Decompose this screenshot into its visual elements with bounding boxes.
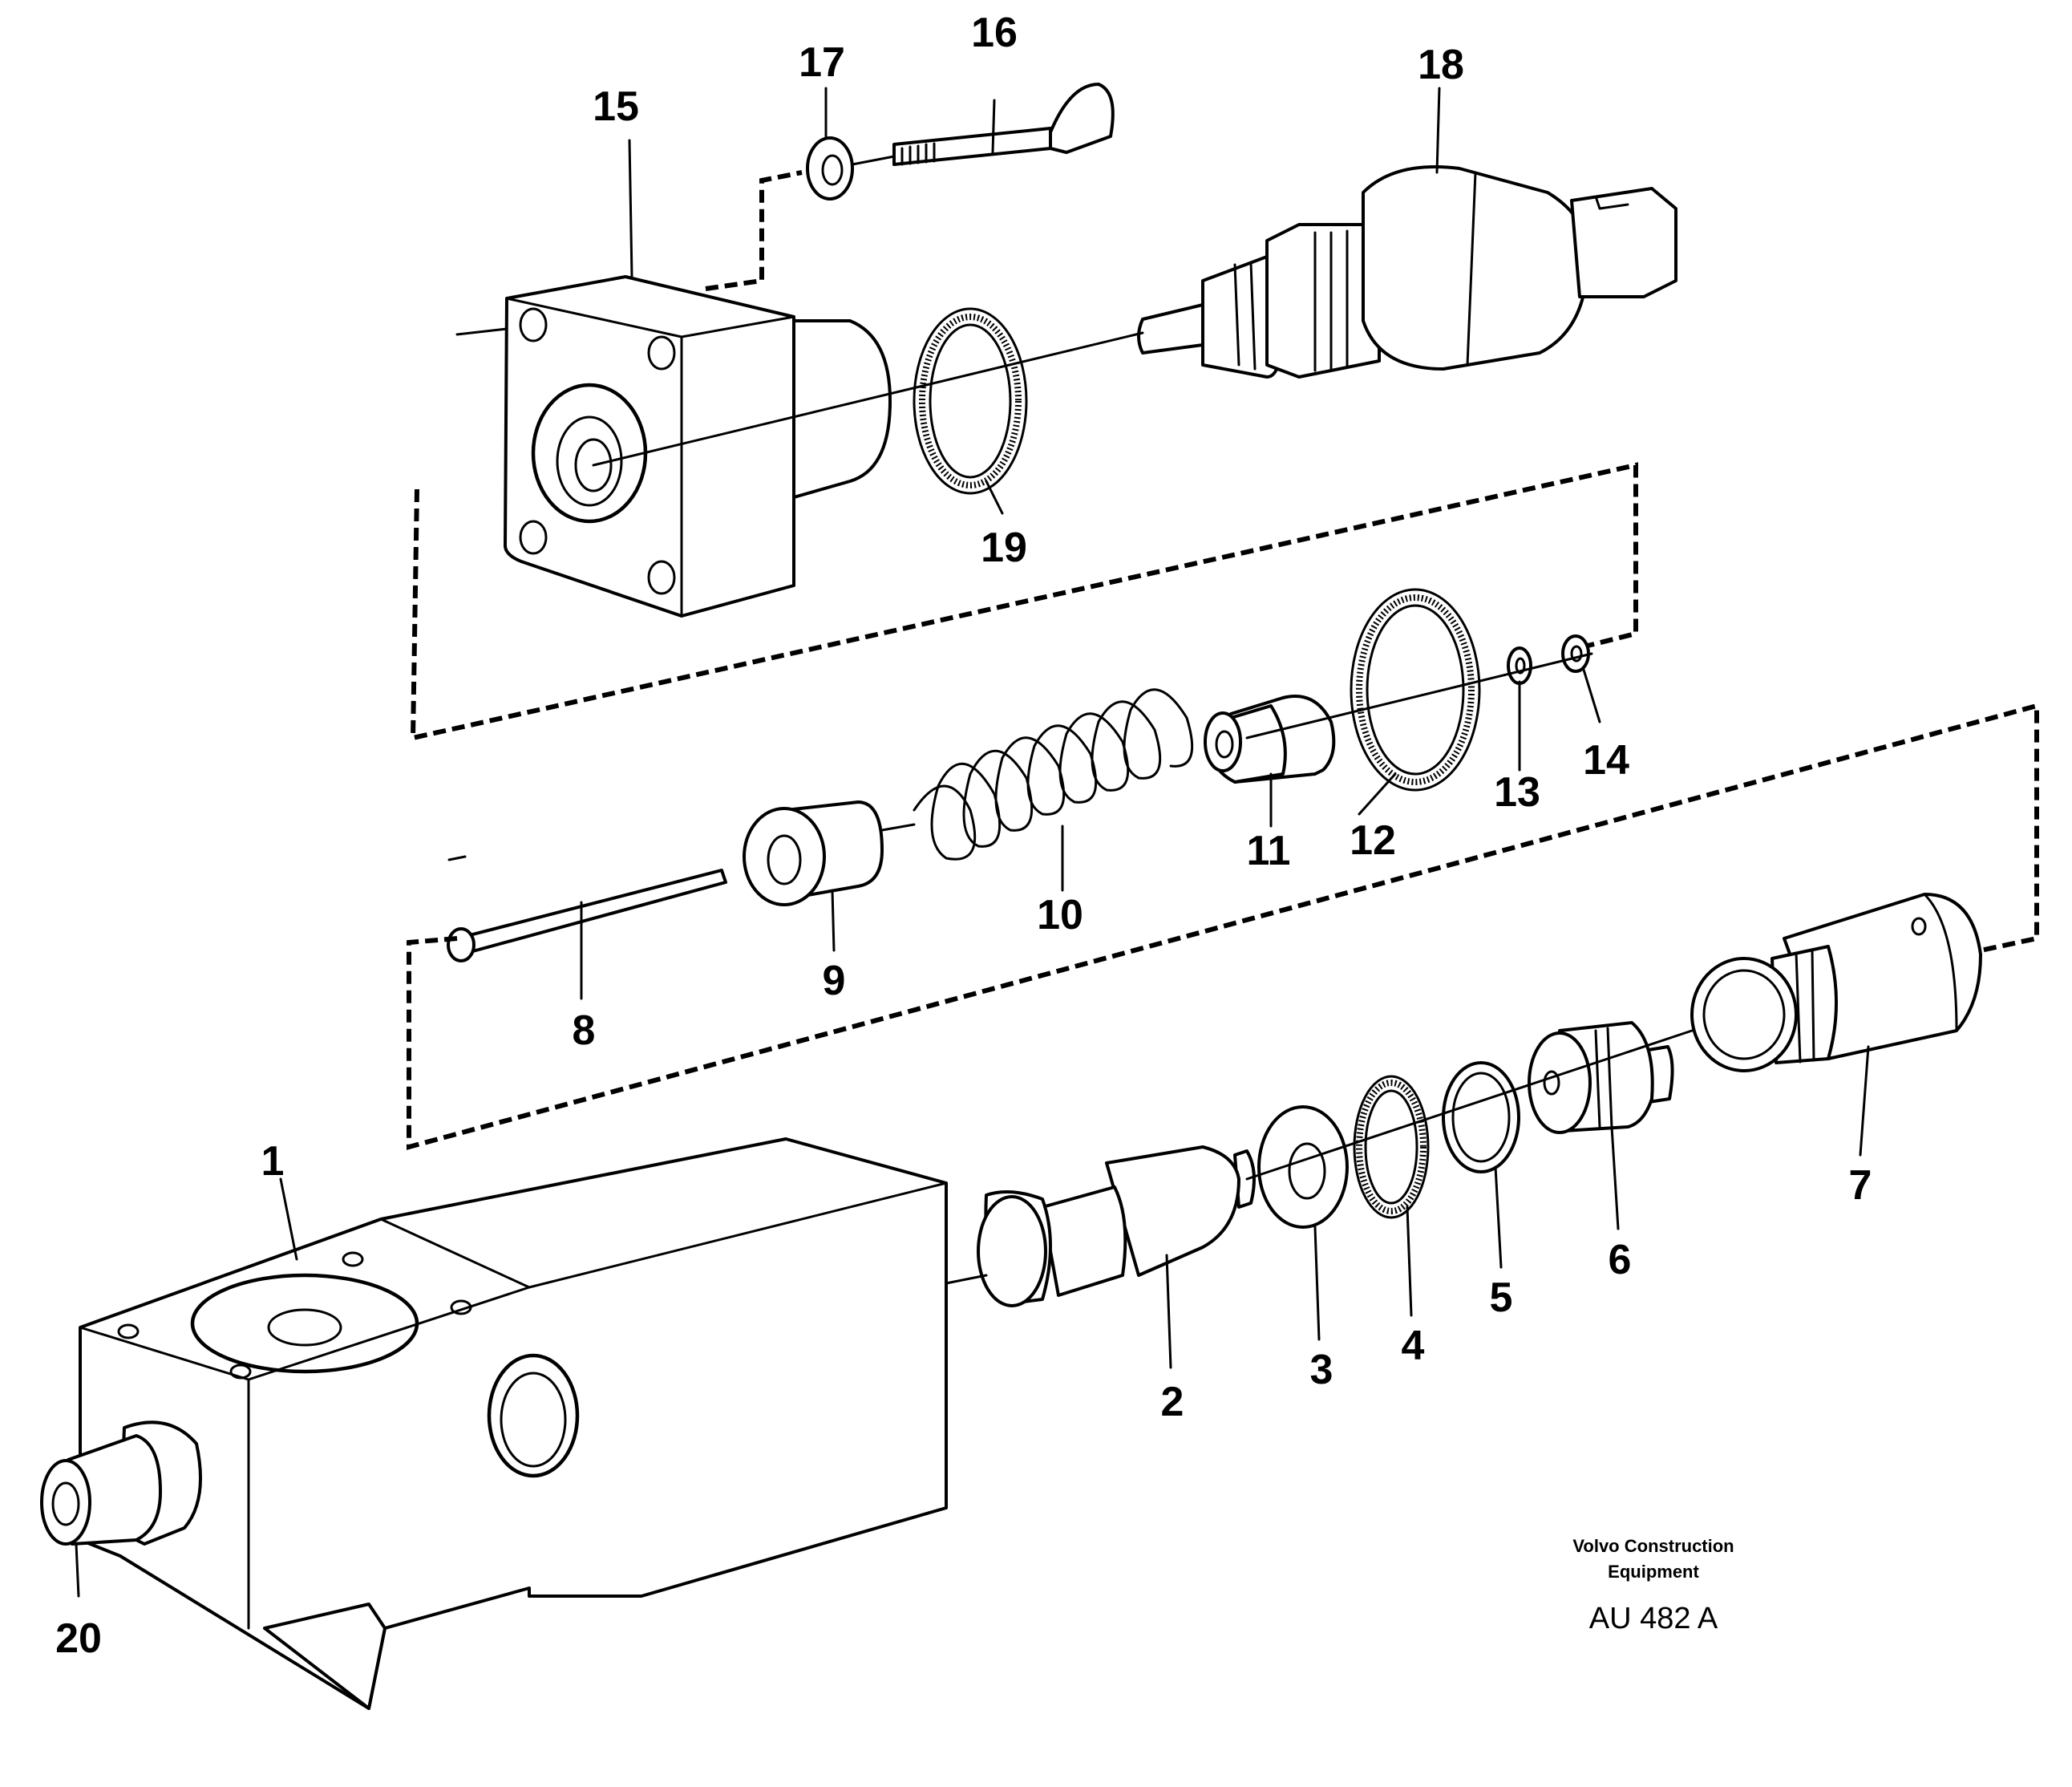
washer-3 [1257, 1105, 1349, 1229]
drawing-code: AU 482 A [1589, 1602, 1718, 1635]
callout-4: 4 [1402, 1323, 1425, 1369]
pressure-sensor [1137, 165, 1677, 379]
piston-11 [1204, 695, 1336, 784]
screw-16 [892, 83, 1115, 166]
o-ring-19 [913, 307, 1028, 495]
credit-line-2: Equipment [1608, 1562, 1699, 1582]
callout-1: 1 [261, 1138, 285, 1185]
callout-13: 13 [1494, 769, 1540, 816]
callout-16: 16 [971, 10, 1018, 56]
leader-lines [75, 87, 1870, 1598]
callout-20: 20 [55, 1615, 102, 1662]
callout-7: 7 [1849, 1162, 1872, 1209]
o-ring-4 [1353, 1075, 1430, 1219]
valve-body [79, 1137, 948, 1710]
backup-ring-5 [1442, 1061, 1520, 1173]
callout-9: 9 [823, 958, 846, 1004]
callout-10: 10 [1037, 892, 1083, 938]
valve-6 [1528, 1021, 1674, 1134]
callout-18: 18 [1418, 42, 1464, 88]
spring-10 [913, 688, 1194, 861]
o-ring-12 [1350, 588, 1481, 792]
pin-8 [447, 869, 727, 962]
sleeve-7 [1690, 893, 1982, 1072]
callout-14: 14 [1583, 737, 1629, 784]
callout-11: 11 [1247, 828, 1291, 874]
callout-19: 19 [981, 525, 1027, 571]
credit-line-1: Volvo Construction [1572, 1536, 1734, 1556]
callouts: 1 2 3 4 5 6 7 8 9 10 11 12 13 14 15 16 1… [55, 10, 1872, 1662]
washer-14 [1561, 634, 1590, 673]
adapter-20 [40, 1420, 202, 1546]
assembly-lines [407, 155, 2039, 1285]
callout-3: 3 [1310, 1347, 1333, 1393]
credit-block: Volvo Construction Equipment AU 482 A [1572, 1536, 1734, 1635]
callout-12: 12 [1350, 817, 1396, 864]
callout-15: 15 [593, 83, 639, 130]
callout-6: 6 [1609, 1237, 1632, 1283]
washer-13 [1507, 646, 1532, 685]
callout-17: 17 [799, 39, 845, 86]
washer-17 [806, 136, 854, 201]
spool-2 [977, 1145, 1256, 1307]
cover-plate [504, 275, 892, 618]
callout-5: 5 [1490, 1274, 1513, 1321]
guide-9 [743, 800, 884, 906]
callout-8: 8 [573, 1007, 596, 1054]
callout-2: 2 [1161, 1379, 1184, 1425]
